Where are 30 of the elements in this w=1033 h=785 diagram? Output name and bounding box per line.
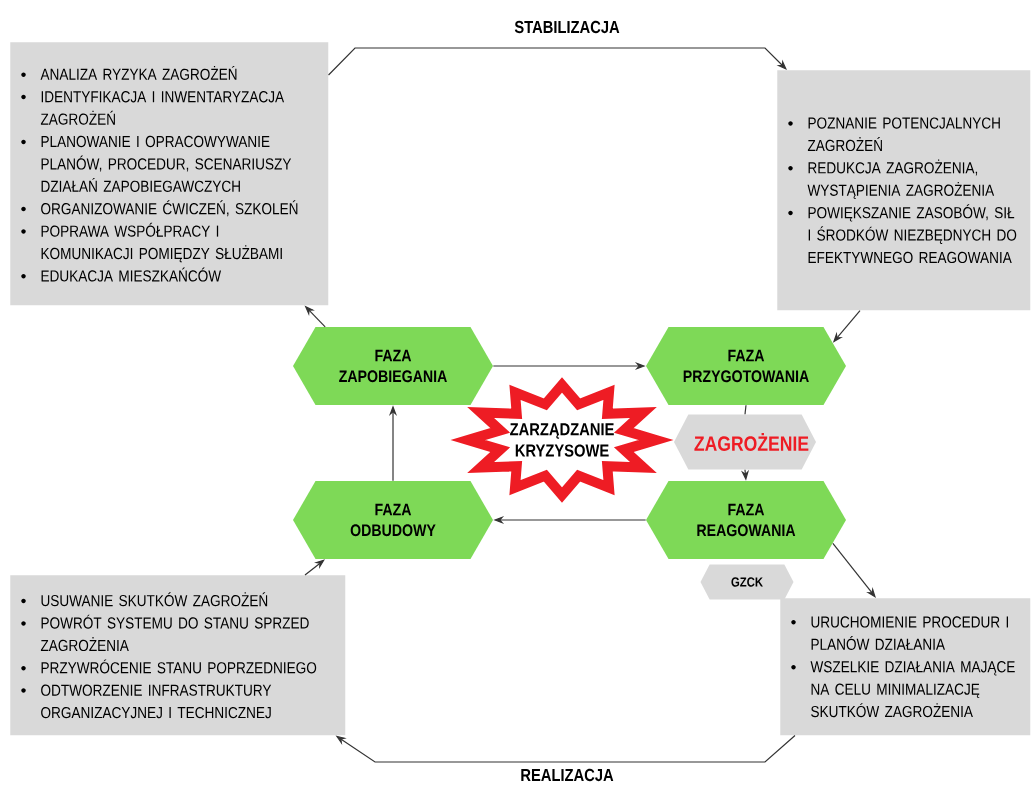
phase-hexagon: FAZA REAGOWANIA [646,481,846,559]
edge-label: REALIZACJA [519,767,615,783]
bullet-item: PLANOWANIE I OPRACOWYWANIE PLANÓW, PROCEDUR, SCENARIUSZY DZIAŁAŃ ZAPOBIEGAWCZYCH [21,135,292,192]
phase-hexagon: FAZA ODBUDOWY [293,481,493,559]
phase-hexagon: FAZA ZAPOBIEGANIA [293,327,493,405]
tag-hexagon: GZCK [700,564,794,600]
bullet-item: REDUKCJA ZAGROŻENIA, WYSTĄPIENIA ZAGROŻENIA [788,159,995,199]
bullet-item: URUCHOMIENIE PROCEDUR I PLANÓW DZIAŁANIA [791,616,1008,650]
bullet-item: USUWANIE SKUTKÓW ZAGROŻEŃ [21,592,268,607]
text-box [10,42,329,306]
bullet-item: POPRAWA WSPÓŁPRACY I KOMUNIKACJI POMIĘDZY SŁUŻBAMI [21,222,282,263]
arrow [832,542,876,598]
bullet-item: POWRÓT SYSTEMU DO STANU SPRZED ZAGROŻENIA [21,614,309,652]
text-box [777,70,1031,311]
arrow [327,47,787,76]
text-box [780,598,1031,736]
bullet-item: EDUKACJA MIESZKAŃCÓW [21,267,222,282]
threat-hexagon: ZAGROŻENIE [674,414,816,470]
text-box [10,575,346,736]
bullet-item: ORGANIZOWANIE ĆWICZEŃ, SZKOLEŃ [21,200,298,217]
bullet-item: WSZELKIE DZIAŁANIA MAJĄCE NA CELU MINIMALIZACJĘ SKUTKÓW ZAGROŻENIA [791,661,1015,718]
bullet-item: ODTWORZENIE INFRASTRUKTURY ORGANIZACYJNEJ I TECHNICZNEJ [21,684,272,719]
arrow [304,559,325,576]
bullet-item: ANALIZA RYZYKA ZAGROŻEŃ [21,65,237,80]
bullet-item: POZNANIE POTENCJALNYCH ZAGROŻEŃ [788,117,1000,152]
bullet-item: IDENTYFIKACJA I INWENTARYZACJA ZAGROŻEŃ [21,91,285,125]
edge-label: STABILIZACJA [513,19,621,35]
bullet-item: POWIĘKSZANIE ZASOBÓW, SIŁ I ŚRODKÓW NIEZBĘDNYCH DO EFEKTYWNEGO REAGOWANIA [788,204,1017,264]
phase-hexagon: FAZA PRZYGOTOWANIA [646,327,846,405]
bullet-item: PRZYWRÓCENIE STANU POPRZEDNIEGO [21,659,317,674]
